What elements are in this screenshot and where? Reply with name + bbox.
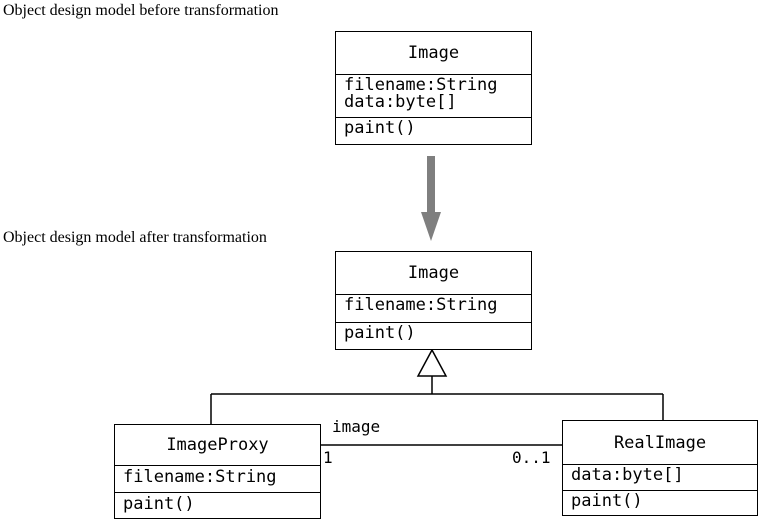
operations-compartment: paint()	[115, 492, 320, 517]
caption-before: Object design model before transformatio…	[3, 2, 279, 19]
operation: paint()	[344, 118, 416, 138]
class-image-proxy: ImageProxy filename:String paint()	[114, 424, 321, 519]
association-role-label: image	[332, 417, 381, 436]
class-name: Image	[407, 43, 460, 63]
operation: paint()	[123, 494, 195, 514]
operations-compartment: paint()	[336, 117, 531, 143]
attribute: data:byte[]	[571, 465, 684, 485]
operation: paint()	[344, 323, 416, 343]
generalization-triangle	[416, 348, 448, 377]
attribute: filename:String	[344, 75, 498, 95]
attribute: filename:String	[344, 295, 498, 315]
operations-compartment: paint()	[563, 490, 757, 514]
attributes-compartment: data:byte[]	[563, 464, 757, 490]
attribute: data:byte[]	[344, 92, 457, 112]
class-name: Image	[407, 263, 460, 283]
transformation-arrow	[421, 156, 441, 241]
multiplicity-left: 1	[323, 448, 333, 467]
class-name: RealImage	[613, 432, 707, 453]
class-image-after: Image filename:String paint()	[335, 251, 532, 350]
class-real-image: RealImage data:byte[] paint()	[562, 420, 758, 516]
generalization	[210, 348, 664, 424]
arrow-head	[421, 212, 441, 241]
class-name: ImageProxy	[166, 435, 269, 455]
attributes-compartment: filename:String	[115, 465, 320, 492]
class-image-before: Image filename:String data:byte[] paint(…	[335, 31, 532, 145]
attributes-compartment: filename:String	[336, 294, 531, 322]
multiplicity-right: 0..1	[512, 448, 551, 467]
attribute: filename:String	[123, 467, 277, 487]
operations-compartment: paint()	[336, 322, 531, 348]
attributes-compartment: filename:String data:byte[]	[336, 74, 531, 117]
operation: paint()	[571, 491, 643, 511]
caption-after: Object design model after transformation	[3, 229, 267, 246]
